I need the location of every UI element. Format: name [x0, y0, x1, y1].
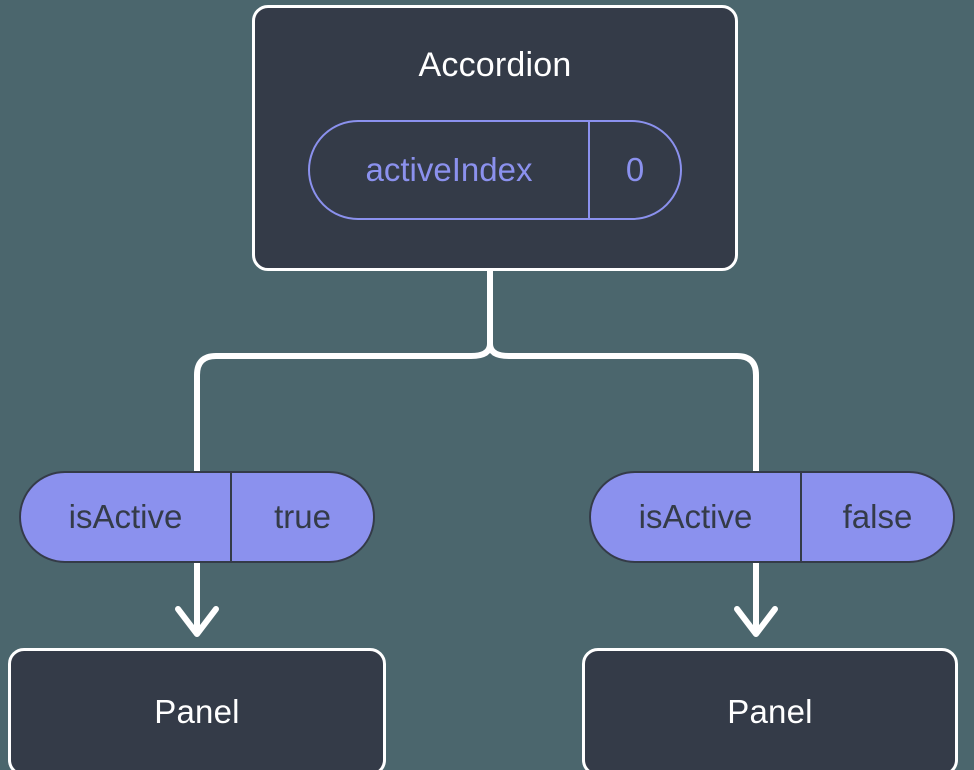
right-arrow-head-icon	[734, 606, 778, 637]
fork-connector	[194, 268, 759, 478]
panel-title: Panel	[154, 693, 240, 730]
state-pill-key: activeIndex	[310, 122, 590, 218]
state-pill-active-index[interactable]: activeIndex 0	[308, 120, 682, 220]
panel-component-node-right[interactable]: Panel	[582, 648, 958, 770]
prop-pill-key: isActive	[21, 473, 232, 561]
state-pill-value: 0	[625, 151, 645, 188]
accordion-title: Accordion	[418, 46, 572, 84]
accordion-component-node[interactable]: Accordion	[252, 5, 738, 271]
panel-title: Panel	[727, 693, 813, 730]
left-arrow-head-icon	[175, 606, 219, 637]
prop-pill-key: isActive	[591, 473, 802, 561]
prop-pill-is-active-true[interactable]: isActive true	[19, 471, 375, 563]
prop-pill-value: true	[274, 498, 331, 535]
panel-component-node-left[interactable]: Panel	[8, 648, 386, 770]
prop-pill-value: false	[842, 498, 913, 535]
prop-pill-is-active-false[interactable]: isActive false	[589, 471, 955, 563]
